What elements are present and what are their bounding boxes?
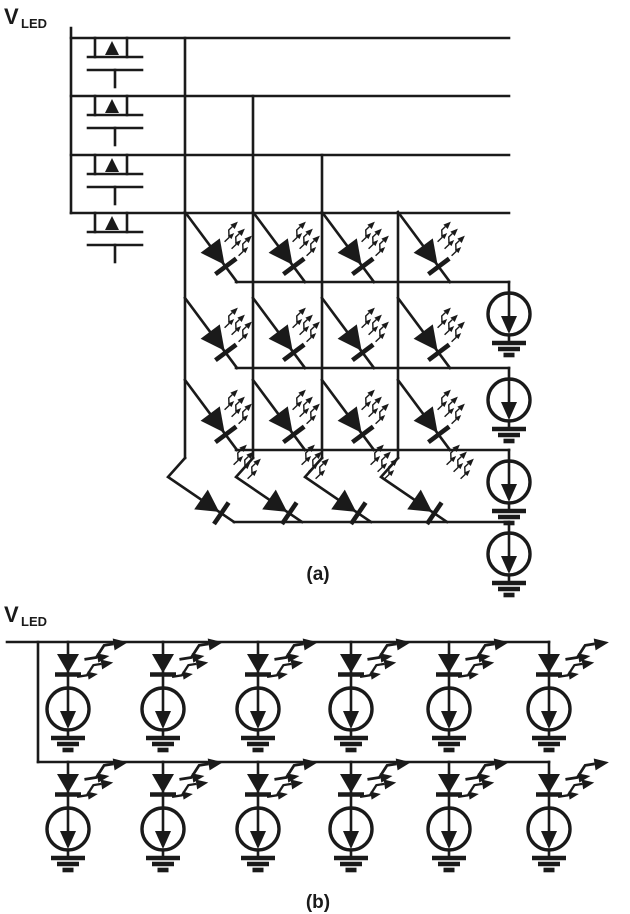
led-branch-icon [237,756,320,870]
led-icon [253,298,325,368]
vled-subscript-a: LED [21,16,47,31]
led-branch-icon [330,756,413,870]
figure-a-led-matrix: V LED [4,4,530,595]
current-sink-icon [488,522,530,595]
led-branch-icon [528,636,611,750]
caption-a: (a) [306,564,329,585]
caption-b: (b) [306,892,330,913]
vled-subscript-b: LED [21,614,47,629]
current-sink-icon [488,282,530,355]
mosfet-switch-icon [86,94,144,147]
led-icon [381,442,479,524]
mosfet-switch-icon [86,153,144,206]
led-branch-icon [47,636,130,750]
led-icon [322,380,394,450]
led-icon [185,212,257,282]
led-branch-icon [142,756,225,870]
led-branch-icon [428,756,511,870]
led-branch-icon [428,636,511,750]
mosfet-switch-icon [86,211,144,264]
mosfet-switch-icon [86,36,144,89]
led-branch-icon [330,636,413,750]
led-icon [168,442,266,524]
led-branch-icon [237,636,320,750]
led-icon [398,380,470,450]
vled-label-b: V [4,602,19,627]
led-icon [322,298,394,368]
led-icon [185,298,257,368]
led-branch-icon [142,636,225,750]
led-icon [253,380,325,450]
led-branch-icon [47,756,130,870]
current-sink-icon [488,450,530,523]
led-icon [398,212,470,282]
led-icon [322,212,394,282]
figure-b-parallel-leds: V LED (b) [4,602,611,913]
led-icon [253,212,325,282]
led-icon [398,298,470,368]
led-branch-icon [528,756,611,870]
current-sink-icon [488,368,530,441]
vled-label-a: V [4,4,19,29]
led-icon [185,380,257,450]
